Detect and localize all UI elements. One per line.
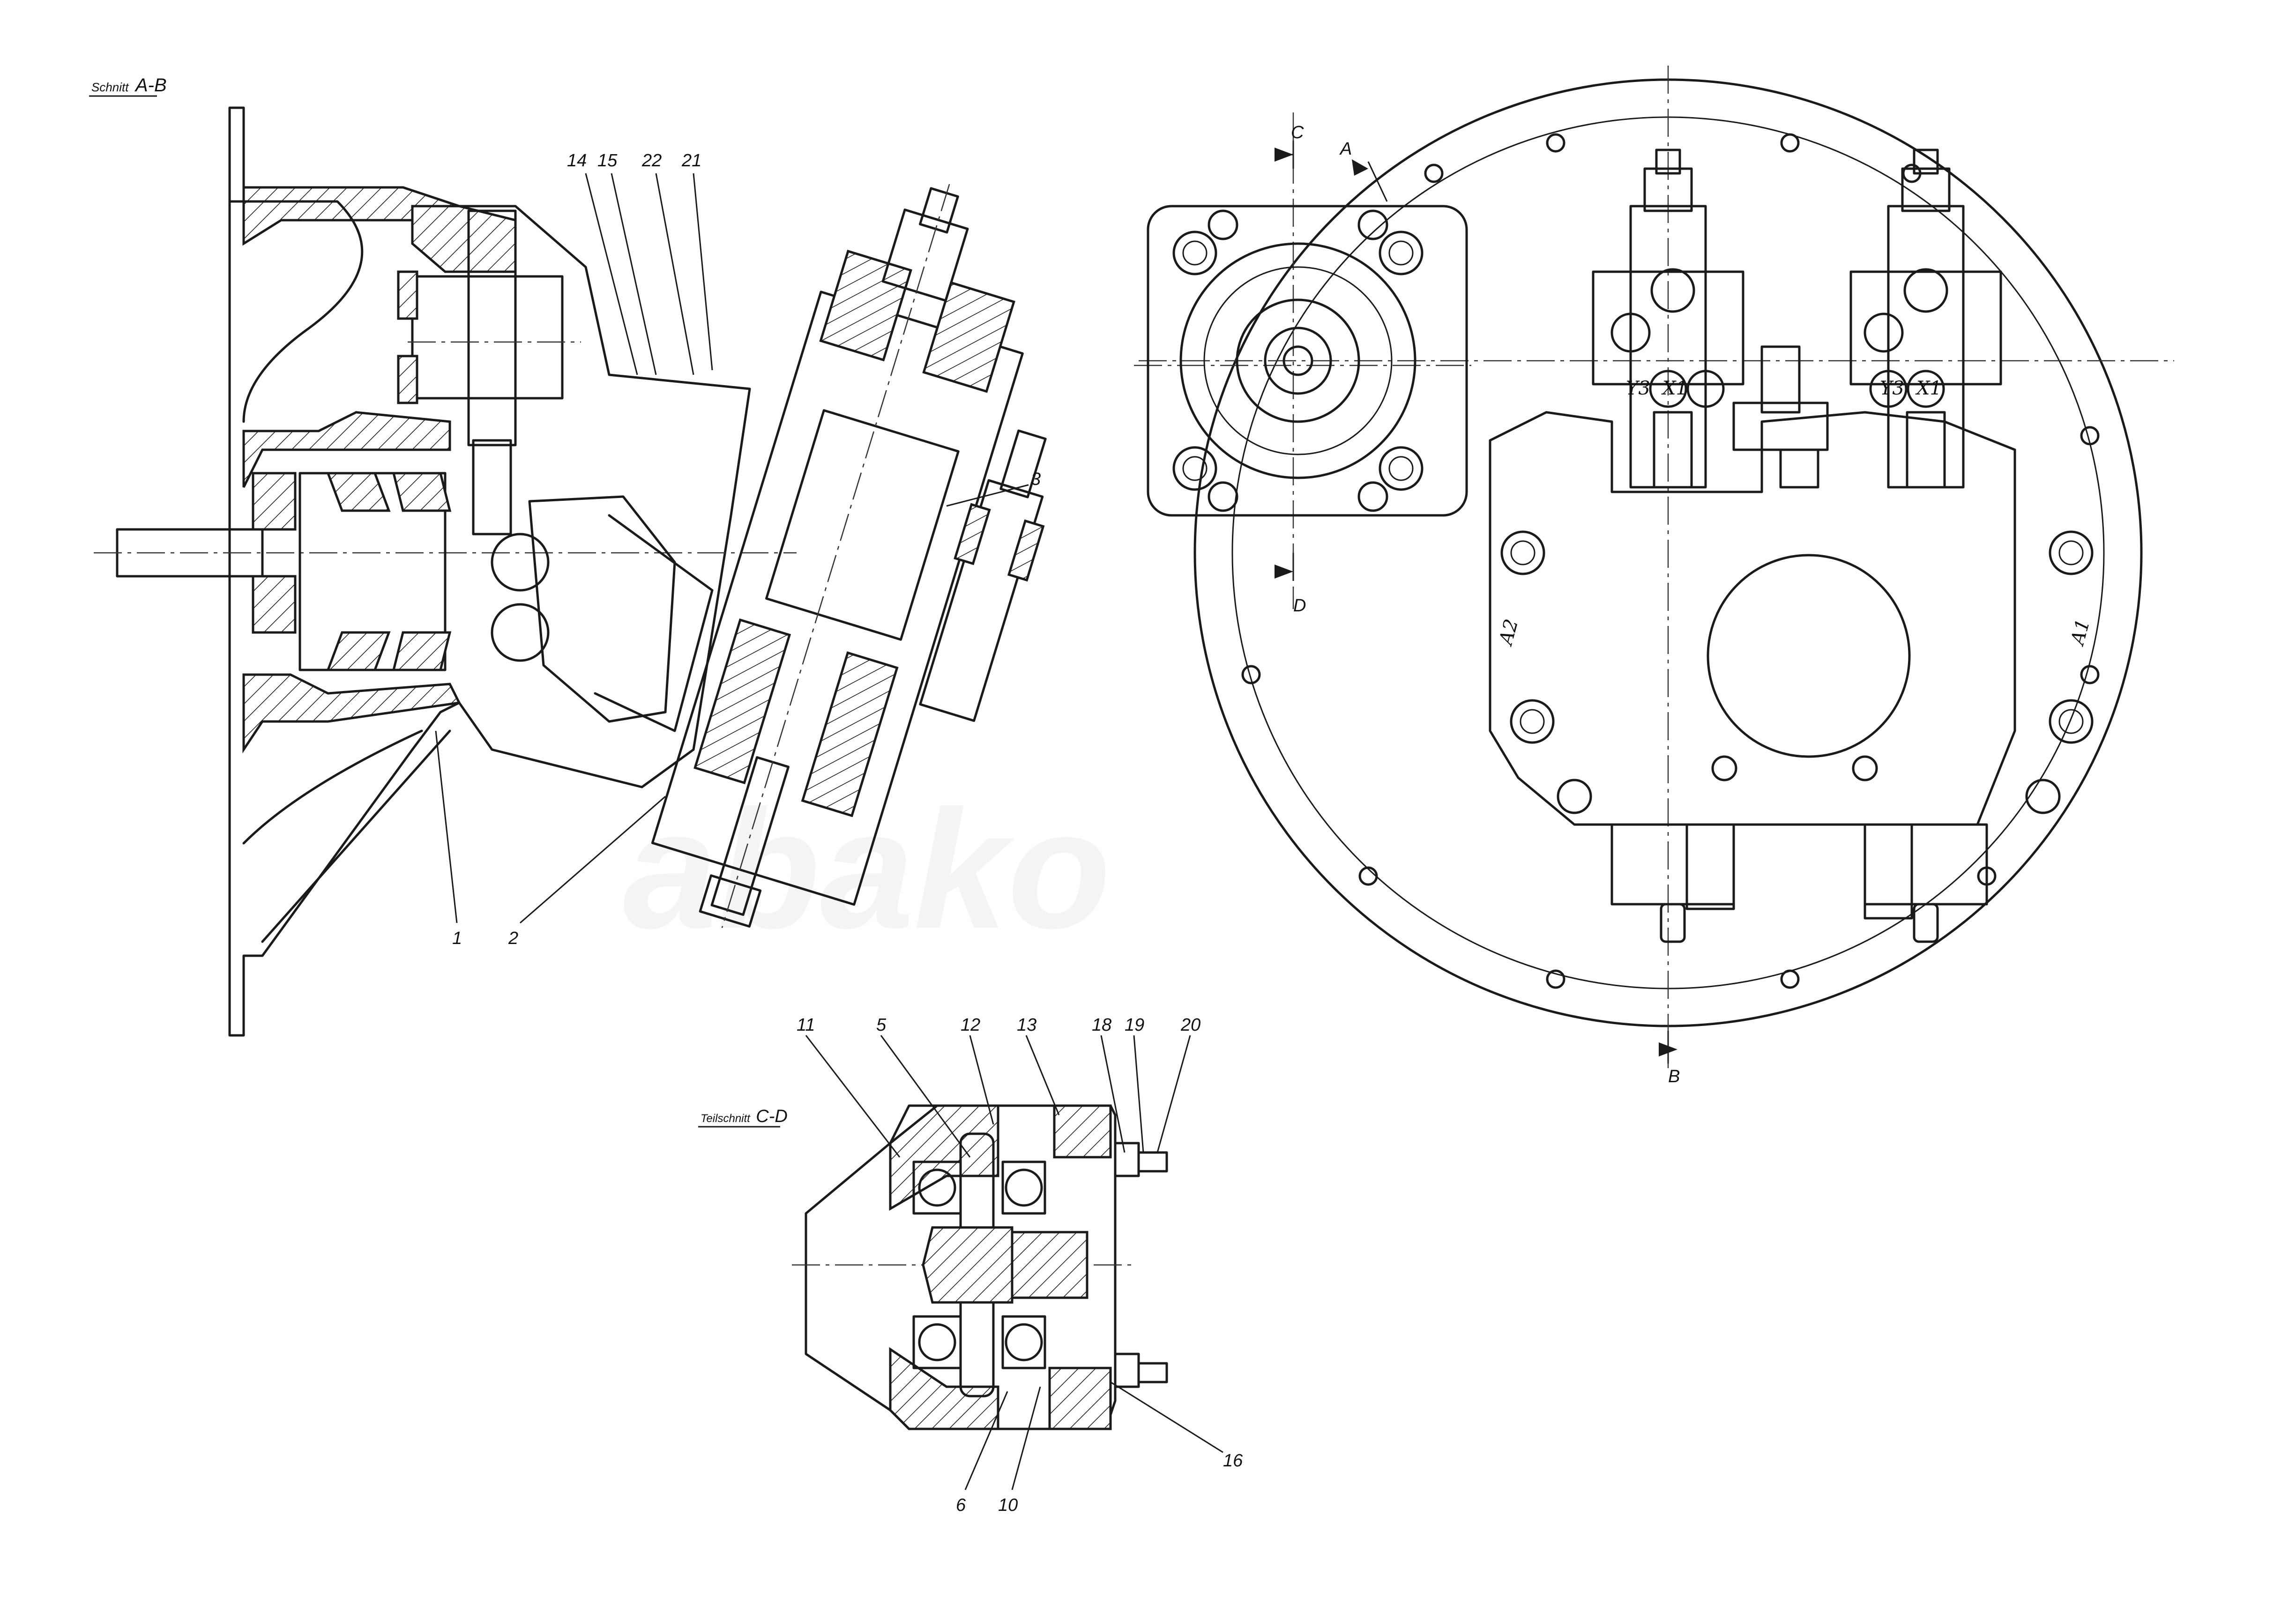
callout-5: 5 bbox=[876, 1015, 887, 1035]
section-cd-view: Teilschnitt C-D bbox=[698, 1015, 1243, 1515]
port-x1-right: X1 bbox=[1915, 378, 1942, 399]
section-ab-callouts: 14 15 22 21 3 1 2 bbox=[435, 151, 1041, 948]
callout-2: 2 bbox=[508, 929, 518, 948]
callout-16: 16 bbox=[1223, 1451, 1243, 1471]
section-cd-callouts: 11 5 12 13 18 19 20 16 6 10 bbox=[797, 1015, 1243, 1515]
port-a1: A1 bbox=[2066, 617, 2095, 649]
callout-10: 10 bbox=[998, 1495, 1018, 1515]
callout-1: 1 bbox=[452, 929, 462, 948]
port-a2: A2 bbox=[1495, 617, 1523, 649]
callout-15: 15 bbox=[597, 151, 618, 171]
section-mark-d: D bbox=[1293, 596, 1306, 616]
control-valve-right: Y3 X1 bbox=[1849, 149, 2002, 489]
housing-bolts bbox=[1500, 530, 2094, 814]
upper-gear bbox=[411, 275, 564, 400]
section-cd-caption: Teilschnitt C-D bbox=[701, 1107, 788, 1126]
watermark: abako bbox=[623, 775, 1111, 964]
section-ab-caption: Schnitt A-B bbox=[91, 75, 167, 96]
control-block bbox=[651, 184, 1047, 928]
callout-11: 11 bbox=[797, 1015, 815, 1035]
port-y3-left: Y3 bbox=[1626, 378, 1650, 399]
port-x1-left: X1 bbox=[1661, 378, 1688, 399]
flange-bolt-holes bbox=[1241, 133, 2100, 989]
callout-12: 12 bbox=[961, 1015, 980, 1035]
section-ab-view: Schnitt A-B bbox=[89, 75, 1047, 1037]
control-valve-left: Y3 X1 bbox=[1592, 149, 1744, 489]
cylinder-block bbox=[528, 495, 676, 723]
section-marks: C A D B bbox=[1275, 123, 1680, 1086]
center-bore bbox=[1707, 554, 1911, 758]
callout-19: 19 bbox=[1125, 1015, 1144, 1035]
callout-14: 14 bbox=[567, 151, 587, 171]
aux-pump-bolts bbox=[1172, 209, 1424, 512]
callout-22: 22 bbox=[641, 151, 662, 171]
callout-13: 13 bbox=[1017, 1015, 1036, 1035]
section-mark-b: B bbox=[1668, 1067, 1680, 1086]
callout-20: 20 bbox=[1180, 1015, 1200, 1035]
callout-6: 6 bbox=[956, 1495, 966, 1515]
section-mark-c: C bbox=[1291, 123, 1304, 142]
section-mark-a: A bbox=[1339, 139, 1352, 159]
end-view: Y3 X1 Y3 X1 A2 A1 C A bbox=[1134, 66, 2174, 1086]
callout-3: 3 bbox=[1031, 469, 1041, 489]
port-y3-right: Y3 bbox=[1880, 378, 1904, 399]
callout-18: 18 bbox=[1092, 1015, 1111, 1035]
callout-21: 21 bbox=[681, 151, 701, 171]
aux-pump-flange bbox=[1147, 205, 1468, 517]
